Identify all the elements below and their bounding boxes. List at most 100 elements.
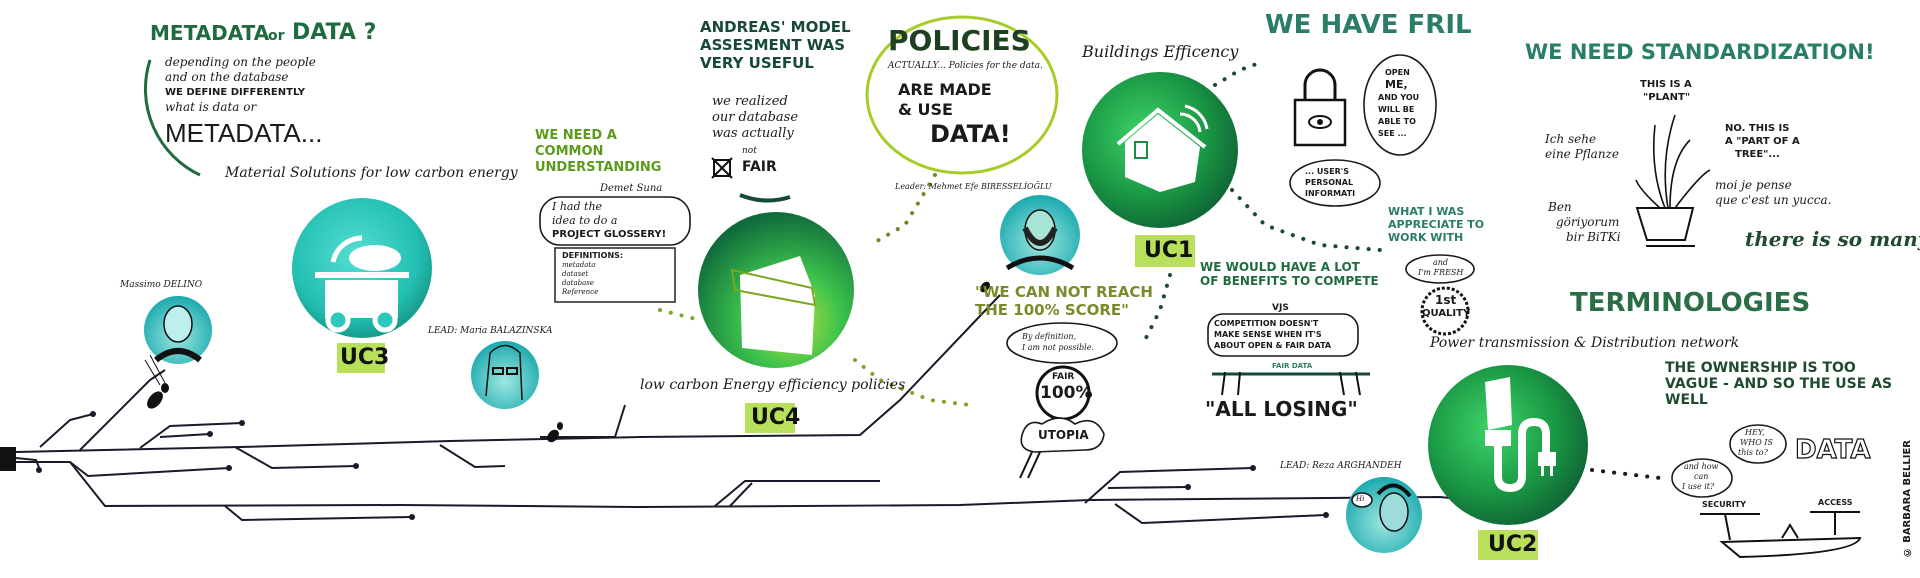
ownership-arc: THE OWNERSHIP IS TOO VAGUE - AND SO THE … [1665,360,1893,408]
quality-seal-icon [1420,286,1470,336]
badge-line: QUALITY [1422,308,1471,319]
bubble-line: ... USER'S [1305,167,1349,176]
uc3-label: UC3 [340,345,390,370]
glossary-line: I had the [552,200,603,213]
bubble-line: and how [1684,462,1719,471]
andreas-not: not [742,146,757,156]
glossary-author: Demet Suna [600,183,663,194]
badge-line: 1st [1435,293,1457,307]
glossary-line: PROJECT GLOSSERY! [552,229,667,240]
metadata-line: and on the database [165,70,289,84]
metadata-line: WE DEFINE DIFFERENTLY [165,87,305,98]
uc3-label-box [337,343,385,373]
bubble-line: I use it? [1682,482,1715,491]
portrait-reza [1346,477,1422,553]
how-bubble [1671,458,1733,498]
glossary-arc: WE NEED A COMMON UNDERSTANDING [535,128,662,175]
privacy-bubble [1363,54,1437,156]
benefits-vs: VJS [1272,303,1289,313]
uc2-label-box [1478,530,1538,560]
turkish-line: Ben [1548,200,1572,214]
french-line: moi je pense [1715,178,1792,192]
many-arc: there is so many [1745,227,1920,251]
policies-ring [865,15,1059,175]
notebook-item: metadata [562,261,596,269]
ant-icon [980,281,990,293]
portrait-name-maria: LEAD: Maria BALAZINSKA [428,326,553,336]
metadata-big: METADATA... [165,118,323,148]
policies-sub: ACTUALLY... Policies for the data. [888,61,1043,71]
bubble-line: AND YOU [1378,93,1420,102]
privacy-arc: WE HAVE FRIL [1265,10,1472,40]
bubble-line: WILL BE [1378,105,1415,114]
portrait-name-massimo: Massimo DELINO [120,280,203,290]
andreas-line: was actually [712,126,794,141]
plant-line: THIS IS A [1640,79,1692,90]
utopia-score: 100% [1040,383,1093,403]
appreciate-arc: WHAT I WAS APPRECIATE TO WORK WITH [1388,205,1485,244]
ownership-data: DATA [1794,434,1871,465]
metadata-line: depending on the people [165,55,316,69]
uc1-label-box [1135,235,1195,267]
appreciate-bubble [1405,254,1475,284]
andreas-fair: FAIR [742,159,777,175]
scale-security: SECURITY [1702,500,1746,509]
uc4-title: low carbon Energy efficiency policies [640,377,906,393]
bubble-line: can [1694,472,1709,481]
bubble-line: By definition, [1022,332,1077,341]
cloud-icon [1020,417,1105,453]
turkish-line: bir BiTKi [1566,230,1621,244]
bubble-line: SEE ... [1378,129,1407,138]
reza-greeting: Hi [1356,495,1365,503]
uc2-title: Power transmission & Distribution networ… [1430,335,1740,351]
ant-icon [547,422,563,443]
ant-icon [144,354,169,409]
data-question: DATA ? [292,20,377,45]
policies-title: POLICIES [888,24,1031,57]
notebook-item: database [562,279,595,287]
balance-scale-icon [1700,511,1862,559]
artist-credit: © BARBARA BELLIER [1902,440,1913,558]
terminologies-arc: TERMINOLOGIES [1570,288,1811,318]
smart-house-icon [1116,104,1209,192]
glossary-bubble [539,196,691,246]
utopia-bubble [1006,322,1118,364]
bubble-line: OPEN [1385,68,1410,77]
potted-plant-icon [1635,114,1711,247]
notebook-item: dataset [562,270,589,278]
uc2-label: UC2 [1488,532,1538,557]
notebook-title: DEFINITIONS: [562,251,624,260]
portrait-mehmet [1000,195,1080,275]
portrait-maria [471,341,539,409]
bubble-line: I am not possible. [1022,343,1094,352]
who-bubble [1729,424,1787,464]
glossary-line: idea to do a [552,214,618,227]
portrait-name-mehmet: Leader: Mehmet Efe BIRESSELİOĞLU [895,182,1052,191]
bubble-line: ABOUT OPEN & FAIR DATA [1214,341,1332,350]
german-line: eine Pflanze [1545,147,1619,161]
policies-line: & USE [898,100,953,119]
utopia-fair: FAIR [1052,372,1075,382]
bubble-line: COMPETITION DOESN'T [1214,319,1319,328]
lunchbox-icon [740,256,815,355]
uc4-label: UC4 [751,405,801,430]
turkish-line: göriyorum [1556,215,1620,229]
tug-of-war-people-icon [1221,371,1361,396]
benefits-bubble [1207,313,1359,357]
bubble-line: this to? [1738,448,1768,457]
portrait-massimo [144,296,212,364]
bubble-line: I'm FRESH [1418,268,1464,277]
french-line: que c'est un yucca. [1715,193,1832,207]
andreas-line: we realized [712,94,788,109]
german-line: Ich sehe [1545,132,1597,146]
dump-truck-icon [315,235,409,333]
notebook-icon [554,247,676,303]
bubble-line: ABLE TO [1378,117,1416,126]
bubble-line: PERSONAL [1305,178,1354,187]
scale-access: ACCESS [1818,498,1853,507]
bubble-line: MAKE SENSE WHEN IT'S [1214,330,1322,339]
policies-line: ARE MADE [898,80,992,99]
bubble-line: and [1433,258,1449,267]
